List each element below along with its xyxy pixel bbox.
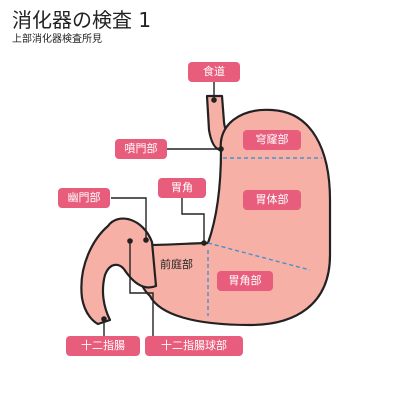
label-duodenal-bulb: 十二指腸球部	[145, 336, 243, 356]
label-cardia: 噴門部	[115, 139, 167, 159]
label-fornix: 穹窿部	[243, 130, 301, 150]
label-angular-region: 胃角部	[217, 271, 273, 291]
dot-angulus	[201, 240, 207, 246]
label-antrum: 前庭部	[160, 258, 193, 271]
leader-duodenal-bulb	[129, 241, 154, 336]
label-duodenum: 十二指腸	[66, 336, 140, 356]
page-title: 消化器の検査 1	[12, 8, 152, 32]
dot-cardia	[218, 146, 224, 152]
leader-angulus	[181, 198, 205, 243]
label-angulus: 胃角	[158, 178, 206, 198]
duodenum-shape	[80, 217, 158, 326]
dot-duodenal-bulb	[127, 238, 133, 244]
dashed-angulus-boundary	[207, 242, 311, 271]
stomach-body-shape	[137, 108, 332, 327]
label-esophagus: 食道	[188, 62, 240, 82]
dot-pylorus	[143, 237, 149, 243]
label-body: 胃体部	[243, 190, 301, 210]
label-pylorus: 幽門部	[58, 188, 110, 208]
dot-duodenum	[101, 316, 107, 322]
dot-esophagus	[211, 97, 217, 103]
page-subtitle: 上部消化器検査所見	[12, 34, 102, 45]
leader-pylorus	[111, 197, 147, 240]
